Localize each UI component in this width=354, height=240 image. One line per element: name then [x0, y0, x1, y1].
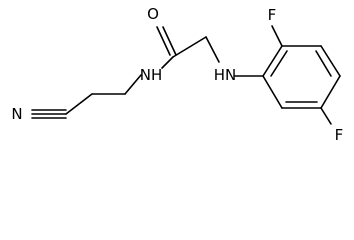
bond-cn-ch2 [65, 93, 93, 115]
nitrile-triple-bond [31, 109, 67, 119]
bond-ring-f-bottom [320, 107, 332, 125]
carbonyl-double-bond [156, 26, 177, 56]
atom-amine-hn: HN [214, 66, 237, 84]
bond-carbonyl-ch2 [172, 36, 207, 58]
atom-nitrile-n: N [11, 105, 22, 123]
bond-ring-f-top [271, 25, 283, 47]
atom-carbonyl-o: O [147, 5, 159, 23]
benzene-ring [262, 45, 341, 109]
atom-fluorine-top: F [268, 6, 277, 24]
bond-ch2-nh [124, 74, 142, 95]
molecule-structure: N NH O HN F F [11, 5, 344, 144]
atom-amide-nh: NH [140, 66, 163, 84]
bond-ch2-hn [205, 36, 220, 63]
atom-fluorine-bottom: F [335, 126, 344, 144]
bond-nh-carbonyl [161, 56, 174, 69]
